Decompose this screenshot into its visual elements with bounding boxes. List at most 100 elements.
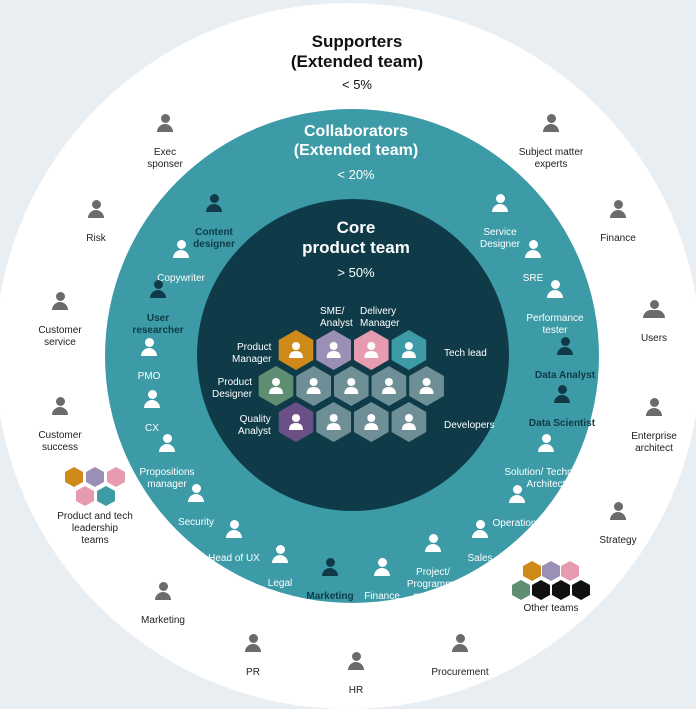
person-marketing-mid: Marketing — [275, 546, 385, 603]
person-label: Performance tester — [526, 313, 584, 336]
person-label: Customer success — [38, 430, 82, 453]
person-customer-service: Customer service — [5, 280, 115, 349]
collaborators-title: Collaborators (Extended team) — [293, 123, 419, 160]
hex-sme-analyst — [316, 330, 351, 370]
person-label: Solution/ Technical Architect — [504, 467, 588, 490]
core-team-hexagons — [258, 330, 444, 442]
person-label: Finance — [364, 591, 400, 602]
person-icon — [422, 378, 431, 386]
person-project-manager: Project/ Programme manager — [378, 522, 488, 603]
person-users: Users — [599, 288, 696, 345]
supporters-pct: < 5% — [342, 77, 372, 92]
person-user-researcher: User researcher — [103, 268, 213, 337]
person-data-scientist: Data Scientist — [507, 373, 617, 430]
person-pmo: PMO — [94, 326, 204, 383]
collaborators-pct: < 20% — [337, 167, 375, 182]
person-label: Copywriter — [157, 273, 205, 284]
person-label: Enterprise architect — [631, 431, 677, 454]
person-label: Operations — [492, 518, 542, 529]
person-icon — [309, 378, 318, 386]
person-icon — [155, 582, 171, 600]
person-icon — [272, 378, 280, 386]
person-label: Subject matter experts — [518, 147, 584, 170]
person-icon — [150, 280, 166, 298]
person-finance-mid: Finance — [327, 546, 437, 603]
person-icon — [348, 652, 364, 670]
person-label: Marketing — [306, 591, 354, 602]
person-label: Customer service — [38, 325, 82, 348]
person-icon — [322, 558, 338, 576]
person-pr: PR — [198, 622, 308, 679]
person-marketing-outer: Marketing — [108, 570, 218, 627]
person-icon — [88, 200, 104, 218]
hex-delivery-manager — [354, 330, 389, 370]
person-label: Procurement — [431, 667, 489, 678]
person-icon — [646, 398, 662, 416]
person-icon — [525, 240, 541, 258]
person-icon — [141, 338, 157, 356]
person-icon — [404, 342, 413, 350]
hex-developer — [354, 402, 389, 442]
person-icon — [206, 194, 222, 212]
person-icon — [292, 414, 300, 422]
hex-developer — [316, 402, 351, 442]
person-label: Head of UX — [208, 553, 260, 564]
person-legal: Legal — [225, 533, 335, 590]
person-label: Data Analyst — [534, 370, 596, 381]
person-label: Finance — [600, 233, 636, 244]
person-head-of-ux: Head of UX — [179, 508, 289, 565]
hex-developer — [391, 402, 427, 442]
leadership-teams-icon — [65, 467, 125, 506]
person-label: Strategy — [599, 535, 637, 546]
label-delivery-manager: Delivery Manager — [360, 306, 400, 329]
label-product-designer: Product Designer — [212, 377, 253, 400]
person-label: Exec sponser — [147, 147, 183, 170]
label-quality-analyst: Quality Analyst — [238, 414, 271, 437]
hex-tech-lead — [391, 330, 427, 370]
person-icon — [292, 342, 300, 350]
person-label: Security — [177, 517, 215, 528]
hex-product-manager — [278, 330, 314, 370]
hex-developer — [334, 366, 369, 406]
hex-developer — [296, 366, 331, 406]
person-icon — [452, 634, 468, 652]
person-icon — [272, 545, 288, 563]
person-label: HR — [348, 685, 364, 696]
person-strategy: Strategy — [563, 490, 673, 547]
person-label: CX — [145, 423, 159, 434]
person-label: Propositions manager — [139, 467, 195, 490]
person-enterprise-architect: Enterprise architect — [599, 386, 696, 455]
person-icon — [547, 280, 563, 298]
person-copywriter: Copywriter — [126, 228, 236, 285]
leadership-teams-label: Product and tech leadership teams — [57, 511, 133, 546]
person-label: Marketing — [141, 615, 185, 626]
hex-developer — [409, 366, 444, 406]
person-solution-architect: Solution/ Technical Architect — [486, 422, 606, 491]
person-icon — [367, 414, 376, 422]
person-icon — [188, 484, 204, 502]
person-cx: CX — [97, 378, 207, 435]
person-label: PR — [246, 667, 260, 678]
person-icon — [557, 337, 573, 355]
person-icon — [144, 390, 160, 408]
person-icon — [404, 414, 413, 422]
person-label: Legal — [267, 578, 293, 589]
person-sre: SRE — [478, 228, 588, 285]
person-security: Security — [141, 472, 251, 529]
label-sme-analyst: SME/ Analyst — [320, 306, 353, 329]
person-operations: Operations — [462, 473, 572, 530]
person-icon — [492, 194, 508, 212]
person-subject-matter-experts: Subject matter experts — [496, 102, 606, 171]
person-icon — [347, 378, 356, 386]
other-teams-icon — [512, 561, 590, 600]
person-icon — [554, 385, 570, 403]
person-label: Content designer — [193, 227, 235, 250]
person-icon — [329, 342, 338, 350]
person-label: Service Designer — [479, 227, 521, 250]
person-icon — [245, 634, 261, 652]
person-label: SRE — [522, 273, 544, 284]
person-icon — [367, 342, 376, 350]
person-sales: Sales — [425, 508, 535, 565]
person-label: User researcher — [132, 313, 184, 336]
person-service-designer: Service Designer — [445, 182, 555, 251]
